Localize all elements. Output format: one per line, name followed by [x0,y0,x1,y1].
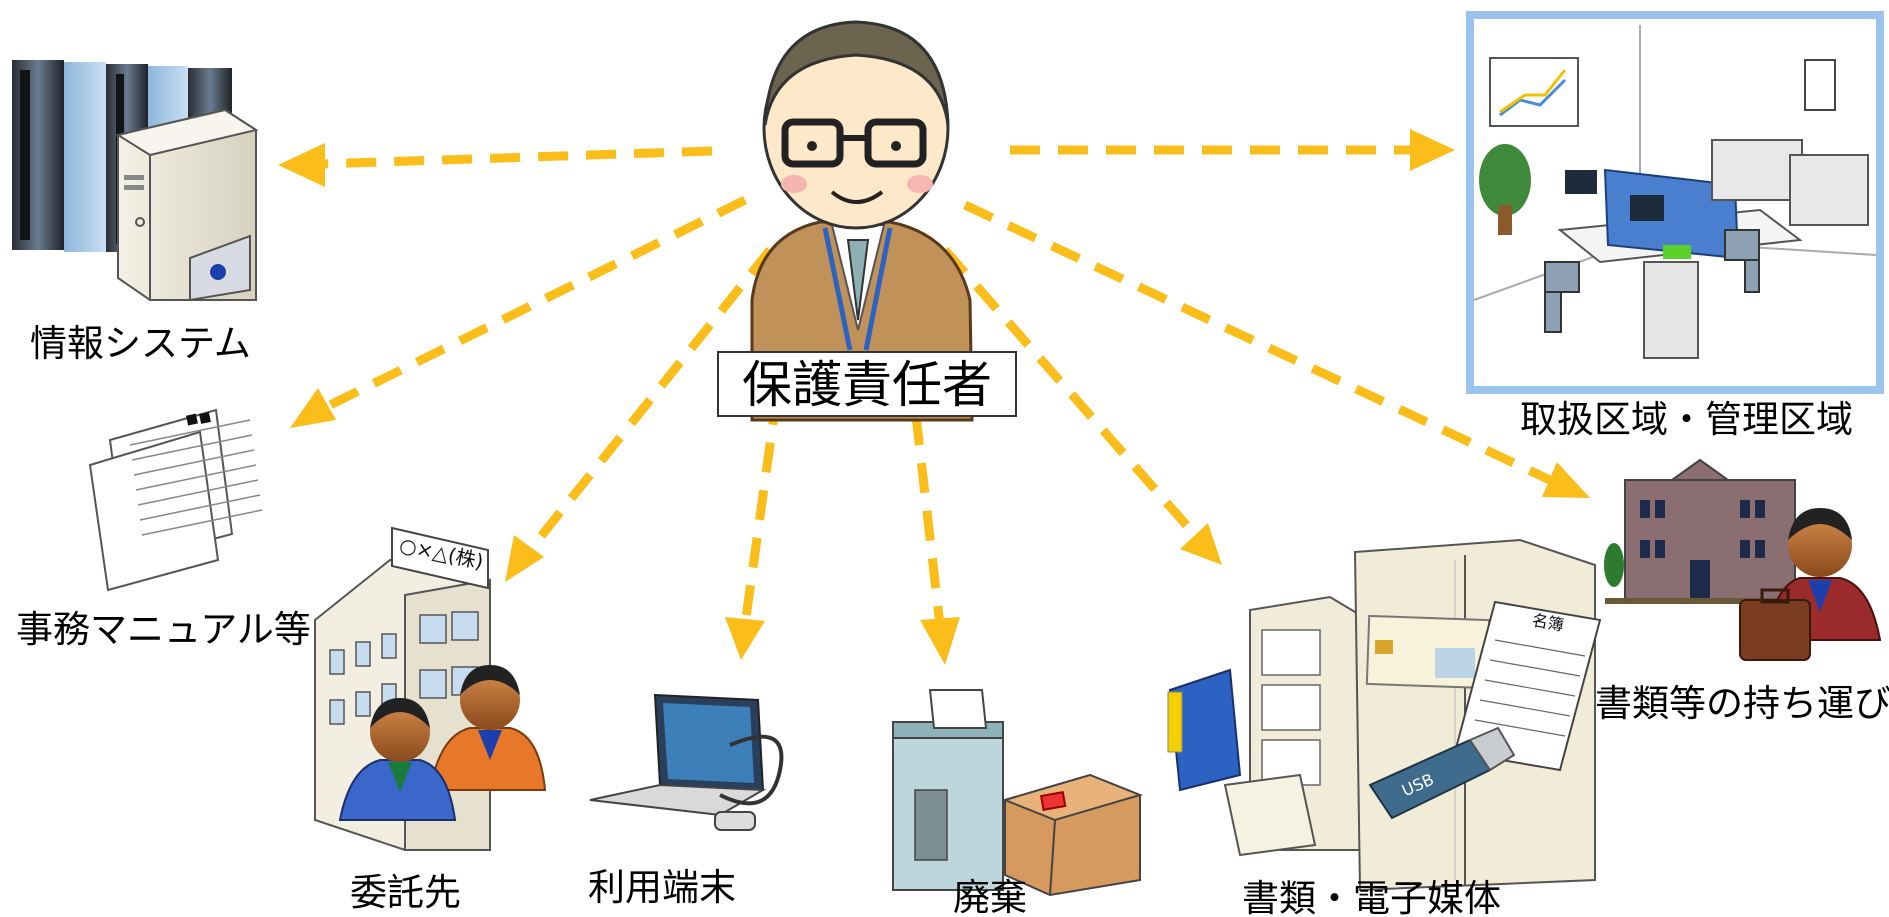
arrow-to-carry-documents [963,200,1590,498]
id-card-icon [1365,614,1491,690]
business-person-orange-icon [428,665,547,791]
label-contractor: 委託先 [350,871,461,914]
usb-drive-icon [1368,726,1516,820]
filing-cabinet-icon [1223,595,1361,857]
label-carry-documents: 書類等の持ち運び [1595,682,1889,725]
shredder-icon [892,689,1004,891]
binder-icon [1167,668,1242,792]
label-manual: 事務マニュアル等 [16,608,311,651]
arrow-to-info-system [278,143,713,187]
office-room-illustration [1466,11,1884,394]
arrow-to-contractor [505,247,774,582]
arrows [278,129,1590,665]
arrow-to-manual [290,195,747,428]
center-label: 保護責任者 [742,356,992,414]
label-documents-media: 書類・電子媒体 [1242,877,1501,917]
label-terminal: 利用端末 [588,866,736,909]
public-building-icon [1604,458,1815,604]
label-disposal: 廃棄 [953,876,1027,917]
server-tower-icon [115,108,259,302]
cardboard-box-icon [1001,773,1144,897]
person-with-briefcase-icon [1739,508,1882,661]
register-document-icon [1453,600,1602,772]
label-handling-area: 取扱区域・管理区域 [1520,398,1853,441]
center-label-box [717,351,1017,417]
laptop-icon [589,693,784,831]
document-icon [88,408,263,592]
label-info-system: 情報システム [30,322,251,365]
business-person-blue-icon [338,698,457,821]
arrow-to-handling-area [1010,129,1455,171]
arrow-to-documents-media [941,247,1222,565]
